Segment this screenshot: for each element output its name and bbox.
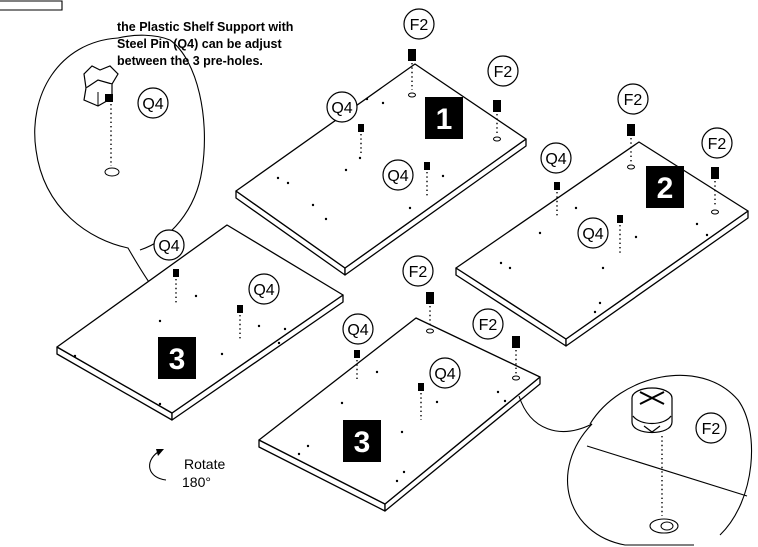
f2-label: F2	[708, 136, 727, 153]
note-line-3: between the 3 pre-holes.	[117, 54, 263, 68]
panel-1: 1 F2 F2 Q4 Q4	[235, 8, 527, 276]
header-fragment	[0, 0, 63, 11]
rotate-label: Rotate	[184, 456, 225, 472]
q4-label: Q4	[434, 366, 455, 383]
rotate-arrow-icon	[149, 451, 167, 481]
q4-label: Q4	[582, 226, 603, 243]
step-2-label: 2	[657, 172, 674, 205]
q4-label: Q4	[331, 100, 352, 117]
rotate-angle-label: 180°	[182, 474, 211, 490]
note-line-2: Steel Pin (Q4) can be adjust	[117, 37, 282, 51]
f2-label: F2	[410, 17, 429, 34]
f2-detail-callout: F2	[518, 374, 753, 546]
f2-label: F2	[479, 317, 498, 334]
q4-label: Q4	[387, 168, 408, 185]
cam-lock-icon	[631, 387, 673, 433]
q4-detail-callout: Q4	[34, 34, 205, 301]
q4-label: Q4	[347, 322, 368, 339]
panel-3-bottom: 3 F2 F2 Q4 Q4	[258, 255, 541, 512]
step-3-label: 3	[169, 343, 186, 376]
rotate-indicator: Rotate 180°	[149, 449, 225, 490]
q4-label: Q4	[545, 151, 566, 168]
q4-label: Q4	[142, 96, 163, 113]
q4-label: Q4	[253, 282, 274, 299]
note-line-1: the Plastic Shelf Support with	[117, 20, 293, 34]
f2-label: F2	[624, 92, 643, 109]
panel-3-left: 3 Q4 Q4	[56, 224, 344, 421]
shelf-support-pin-icon	[83, 65, 119, 107]
f2-label: F2	[702, 421, 721, 438]
step-3-label: 3	[354, 426, 371, 459]
panel-2: 2 F2 F2 Q4 Q4	[455, 83, 749, 347]
f2-label: F2	[494, 64, 513, 81]
q4-label: Q4	[158, 238, 179, 255]
instruction-note: the Plastic Shelf Support with Steel Pin…	[117, 20, 293, 68]
step-1-label: 1	[436, 103, 453, 136]
f2-label: F2	[409, 264, 428, 281]
